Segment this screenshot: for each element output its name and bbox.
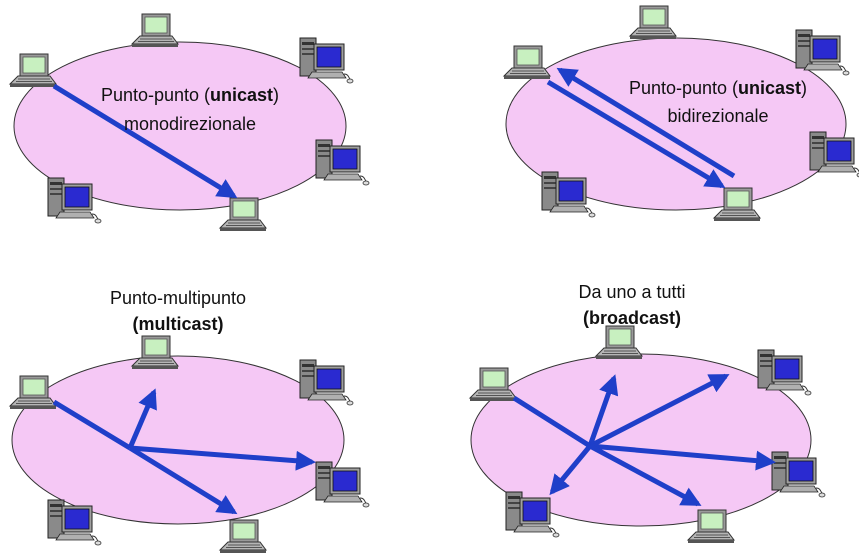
desktop-computer-icon	[757, 349, 812, 396]
arrow	[512, 395, 592, 449]
desktop-computer-icon	[299, 37, 354, 84]
arrow	[52, 83, 238, 199]
desktop-computer-icon	[771, 451, 826, 498]
arrow	[127, 388, 157, 449]
arrow	[588, 373, 730, 449]
network-ring	[13, 41, 347, 211]
arrow	[589, 443, 776, 471]
caption-line2: monodirezionale	[124, 114, 256, 134]
arrow	[129, 445, 316, 471]
network-ring	[11, 355, 345, 525]
laptop-icon	[131, 13, 179, 48]
caption-line1: Punto-multipunto	[110, 288, 246, 308]
panel-multicast: Punto-multipunto (multicast)	[9, 288, 370, 554]
arrow	[588, 443, 702, 507]
laptop-icon	[503, 45, 551, 80]
caption-line2: (broadcast)	[583, 308, 681, 328]
desktop-computer-icon	[299, 359, 354, 406]
laptop-icon	[595, 325, 643, 360]
desktop-computer-icon	[795, 29, 850, 76]
desktop-computer-icon	[315, 461, 370, 508]
arrow	[549, 444, 592, 496]
laptop-icon	[469, 367, 517, 402]
desktop-computer-icon	[315, 139, 370, 186]
desktop-computer-icon	[809, 131, 859, 178]
laptop-icon	[9, 53, 57, 88]
panel-unicast-monodirectional: Punto-punto (unicast) monodirezionale	[9, 13, 370, 232]
laptop-icon	[629, 5, 677, 40]
caption-line2: (multicast)	[132, 314, 223, 334]
panel-unicast-bidirectional: Punto-punto (unicast) bidirezionale	[503, 5, 859, 222]
arrow	[546, 79, 726, 189]
laptop-icon	[219, 519, 267, 554]
caption-line2: bidirezionale	[667, 106, 768, 126]
arrow	[587, 374, 619, 447]
panel-broadcast: Da uno a tutti (broadcast)	[469, 282, 826, 544]
arrow	[556, 67, 736, 179]
laptop-icon	[131, 335, 179, 370]
arrow	[128, 445, 238, 515]
caption-line1: Punto-punto (unicast)	[101, 85, 279, 105]
arrow	[52, 399, 132, 451]
caption-line1: Da uno a tutti	[578, 282, 685, 302]
caption-line1: Punto-punto (unicast)	[629, 78, 807, 98]
